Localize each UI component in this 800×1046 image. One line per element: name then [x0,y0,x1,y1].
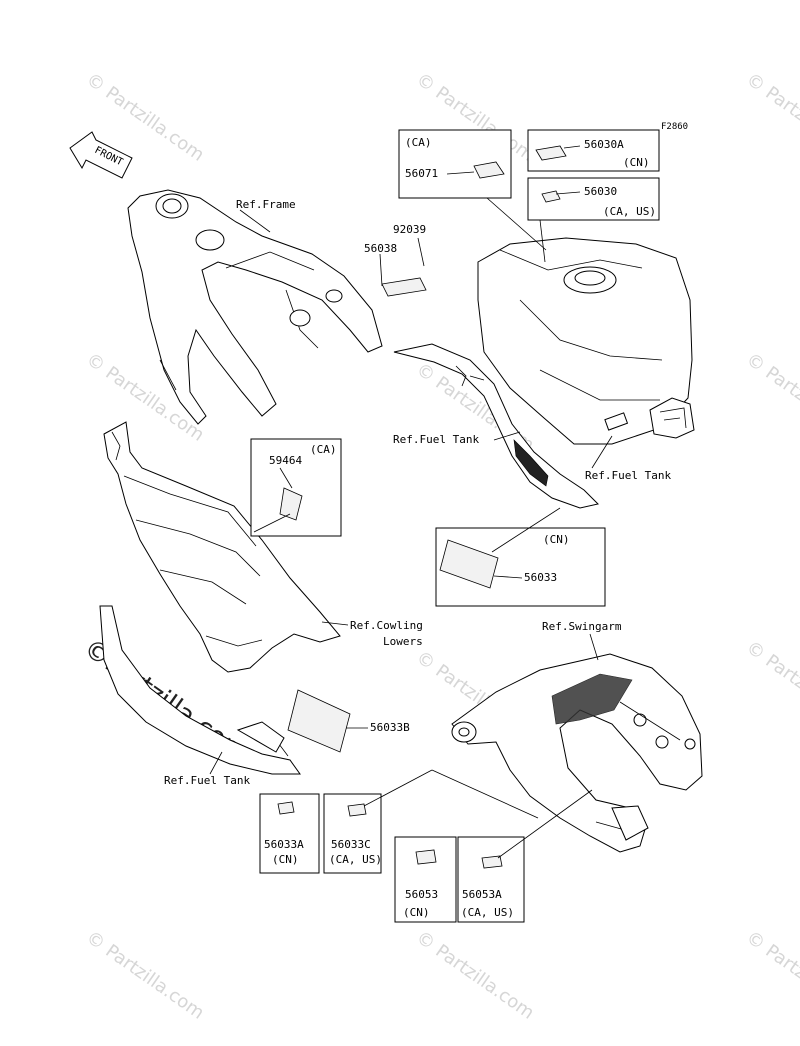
leader-line [431,769,539,819]
leader-line [563,145,581,149]
region-56053: (CN) [403,906,430,919]
leader-line [555,191,581,195]
leader-line [379,253,383,287]
label-56053-shape [415,849,437,865]
label-59464-shape [279,487,303,521]
ref-cowling-label: Ref.Cowling [350,619,423,632]
watermark-text: © Partzilla.com [742,349,800,446]
ref-swingarm-label: Ref.Swingarm [542,620,622,633]
leader-line [493,575,523,579]
watermark-text: © Partzilla.com [742,69,800,166]
figure-id: F2860 [661,122,688,132]
region-56030: (CA, US) [603,205,656,218]
part-56033A-label: 56033A [264,838,304,851]
label-56033C-shape [347,803,367,817]
label-56053A-shape [481,855,503,869]
leader-line [209,751,223,775]
cowling-illustration [103,421,341,673]
watermark-text: © Partzilla.com [412,927,538,1024]
ref-fuel-tank-lower: Ref.Fuel Tank [164,774,250,787]
leader-line [497,789,593,859]
region-56053A: (CA, US) [461,906,514,919]
fuel-tank-illustration [477,237,695,445]
label-56033B-shape [287,689,351,753]
leader-line [253,513,291,533]
region-56033C: (CA, US) [329,853,382,866]
part-56038-label: 56038 [364,242,397,255]
leader-line [493,431,521,441]
leader-line [321,621,349,626]
leader-line [239,209,271,233]
label-56033A-shape [277,801,295,815]
leader-line [279,467,293,489]
watermark-text: © Partzilla.com [82,927,208,1024]
part-92039-label: 92039 [393,223,426,236]
part-56071-label: 56071 [405,167,438,180]
region-59464: (CA) [310,443,337,456]
label-56030-shape [541,190,561,203]
region-56033: (CN) [543,533,570,546]
leader-line [363,769,433,807]
ref-frame-label: Ref.Frame [236,198,296,211]
label-56038-shape [381,277,427,297]
leader-line [539,219,546,263]
ref-fuel-tank-mid: Ref.Fuel Tank [393,433,479,446]
part-56033-label: 56033 [524,571,557,584]
part-56053-label: 56053 [405,888,438,901]
region-56030A: (CN) [623,156,650,169]
leader-line [491,507,561,553]
part-56030-label: 56030 [584,185,617,198]
callout-box-56053A [457,836,525,923]
part-56033C-label: 56033C [331,838,371,851]
watermark-text: © Partzilla.com [742,637,800,734]
part-56033B-label: 56033B [370,721,410,734]
part-56053A-label: 56053A [462,888,502,901]
front-arrow: FRONT [69,131,133,179]
region-56071: (CA) [405,136,432,149]
swingarm-illustration [451,653,703,853]
label-56030A-shape [535,145,567,161]
lower-tank-cover-illustration [99,605,301,775]
leader-line [446,171,475,175]
ref-fuel-tank-right: Ref.Fuel Tank [585,469,671,482]
leader-line [591,435,613,469]
label-56033-shape [439,539,499,589]
tank-cover-illustration [393,343,599,509]
leader-line [486,197,547,251]
frame-illustration [127,189,383,425]
part-59464-label: 59464 [269,454,302,467]
part-56030A-label: 56030A [584,138,624,151]
region-56033A: (CN) [272,853,299,866]
ref-cowling-lowers-label: Lowers [383,635,423,648]
leader-line [589,633,599,661]
label-56071-shape [473,161,505,179]
leader-line [417,237,425,267]
watermark-text: © Partzilla.com [742,927,800,1024]
